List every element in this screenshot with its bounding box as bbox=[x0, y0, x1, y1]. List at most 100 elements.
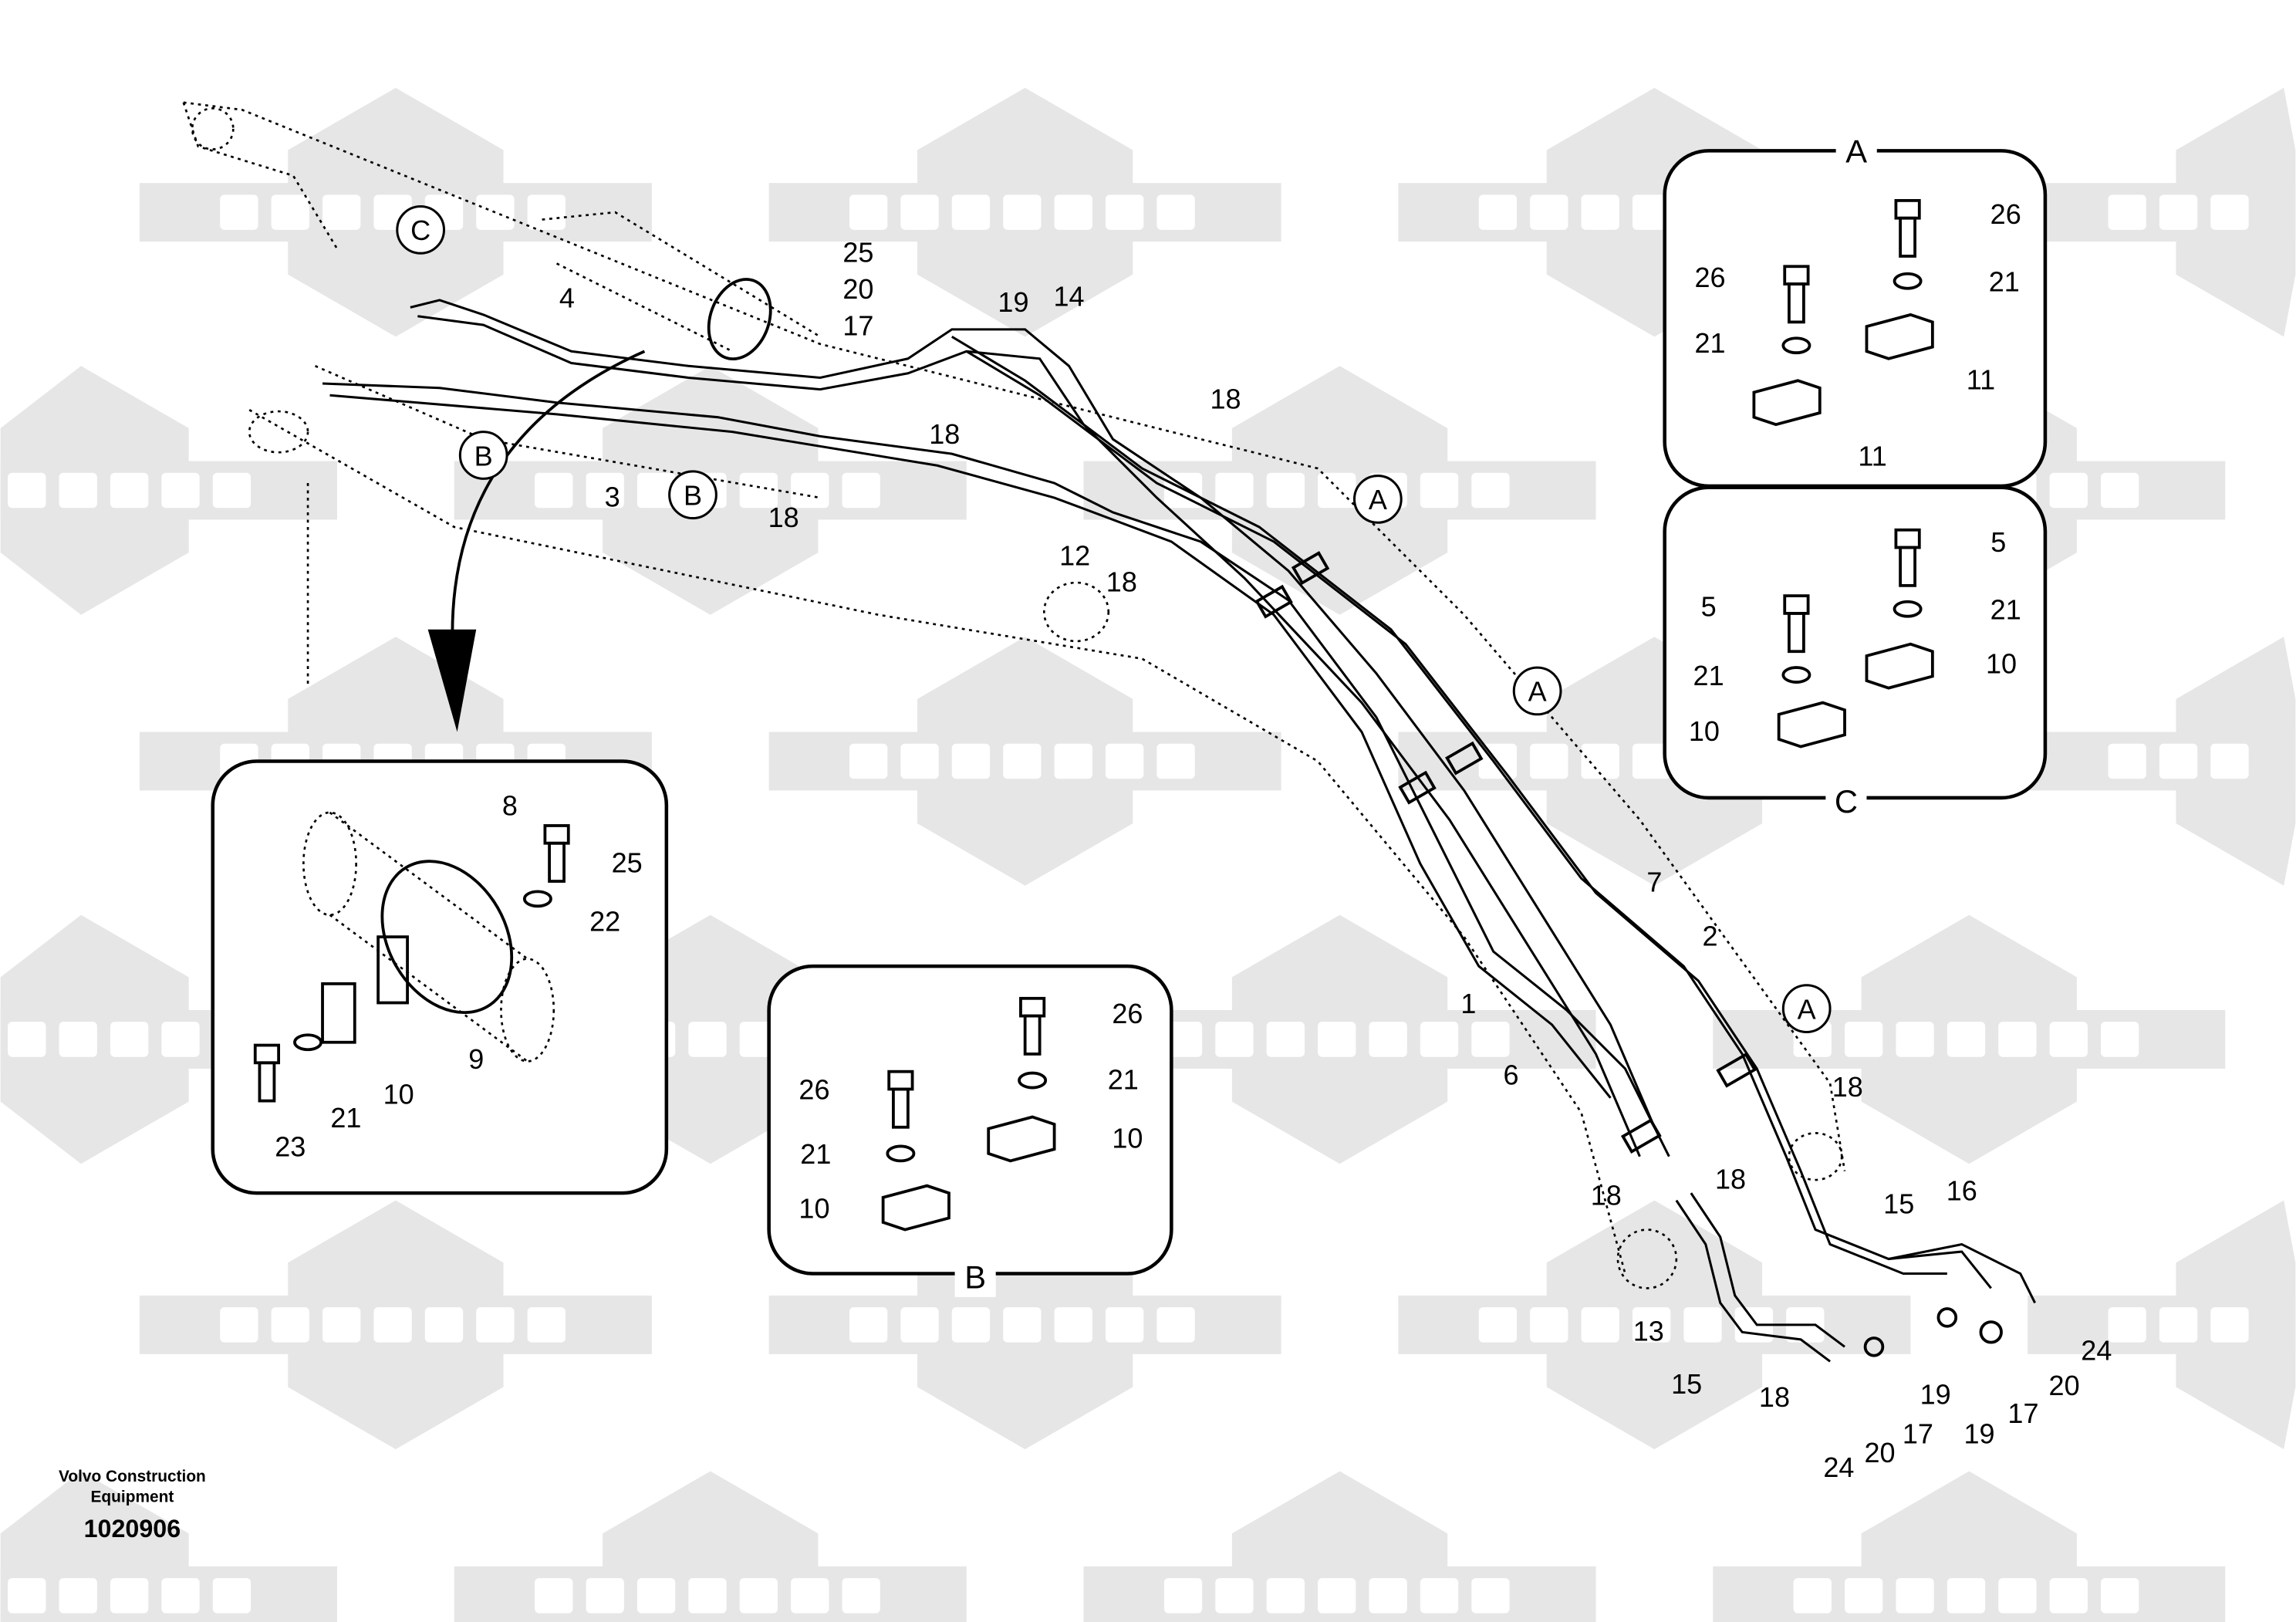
watermark-glyph bbox=[2108, 1307, 2146, 1343]
bolt-icon bbox=[887, 1070, 914, 1129]
watermark-glyph bbox=[1215, 1022, 1254, 1057]
watermark-glyph bbox=[322, 1307, 361, 1343]
detail-view-c bbox=[1663, 485, 2048, 800]
watermark-glyph bbox=[1530, 1307, 1568, 1343]
watermark-glyph bbox=[2108, 743, 2146, 779]
watermark-glyph bbox=[636, 472, 676, 509]
watermark-glyph bbox=[2101, 1022, 2139, 1057]
callout-23: 23 bbox=[275, 1131, 306, 1163]
watermark-glyph bbox=[1632, 1307, 1671, 1343]
watermark-glyph bbox=[2210, 194, 2249, 230]
watermark-glyph bbox=[2049, 472, 2088, 509]
watermark-glyph bbox=[1266, 472, 1305, 509]
watermark-glyph bbox=[1163, 472, 1203, 509]
callout-19: 19 bbox=[1920, 1378, 1951, 1410]
bolt-icon bbox=[543, 824, 570, 883]
watermark-glyph bbox=[212, 472, 252, 509]
view-marker-circle bbox=[1512, 666, 1562, 716]
watermark-tile bbox=[768, 637, 1281, 886]
watermark-glyph bbox=[1471, 1578, 1510, 1614]
callout-10: 10 bbox=[1112, 1122, 1143, 1154]
detail-view-a bbox=[1663, 149, 2048, 488]
watermark-glyph bbox=[900, 743, 939, 779]
callout-22: 22 bbox=[589, 906, 620, 938]
watermark-tile bbox=[1083, 914, 1596, 1164]
callout-20: 20 bbox=[2049, 1370, 2080, 1401]
callout-11: 11 bbox=[1858, 440, 1886, 471]
watermark-glyph bbox=[1581, 743, 1619, 779]
watermark-glyph bbox=[1369, 1022, 1407, 1057]
watermark-glyph bbox=[842, 472, 880, 509]
view-marker-circle bbox=[458, 431, 508, 480]
bolt-icon bbox=[253, 1043, 281, 1103]
watermark-glyph bbox=[1896, 1578, 1934, 1614]
callout-4: 4 bbox=[559, 282, 575, 313]
watermark-glyph bbox=[2159, 1307, 2198, 1343]
watermark-glyph bbox=[2101, 472, 2139, 509]
watermark-glyph bbox=[791, 1578, 829, 1614]
clamp-block-icon bbox=[1777, 701, 1846, 748]
callout-21: 21 bbox=[330, 1102, 361, 1134]
watermark-tile bbox=[454, 1471, 967, 1622]
callout-21: 21 bbox=[1694, 327, 1725, 359]
watermark-glyph bbox=[1947, 1022, 1986, 1057]
watermark-tile bbox=[1083, 366, 1596, 615]
watermark-glyph bbox=[849, 194, 888, 230]
callout-21: 21 bbox=[800, 1138, 831, 1170]
watermark-glyph bbox=[2159, 743, 2198, 779]
watermark-glyph bbox=[1003, 194, 1042, 230]
watermark-glyph bbox=[1471, 1022, 1510, 1057]
watermark-glyph bbox=[535, 472, 573, 509]
watermark-glyph bbox=[1318, 472, 1356, 509]
clamp-block-icon bbox=[987, 1115, 1056, 1163]
watermark-glyph bbox=[1163, 1022, 1203, 1057]
watermark-glyph bbox=[110, 472, 149, 509]
watermark-tile bbox=[768, 87, 1281, 337]
watermark-glyph bbox=[1998, 1578, 2037, 1614]
washer-icon bbox=[1781, 666, 1811, 684]
watermark-glyph bbox=[951, 1307, 991, 1343]
clamp-block-icon bbox=[1865, 313, 1934, 360]
callout-17: 17 bbox=[842, 309, 873, 341]
callout-21: 21 bbox=[1989, 266, 2020, 298]
clamp-detail-box bbox=[211, 759, 669, 1195]
watermark-glyph bbox=[59, 1578, 97, 1614]
watermark-glyph bbox=[1318, 1022, 1356, 1057]
bolt-icon bbox=[1019, 996, 1046, 1056]
callout-25: 25 bbox=[612, 847, 643, 879]
watermark-glyph bbox=[1845, 1578, 1883, 1614]
callout-17: 17 bbox=[1903, 1418, 1933, 1450]
callout-3: 3 bbox=[605, 481, 620, 512]
watermark-glyph bbox=[220, 194, 258, 230]
clamp-block-icon bbox=[1752, 379, 1822, 427]
watermark-glyph bbox=[951, 743, 991, 779]
watermark-glyph bbox=[586, 1578, 624, 1614]
callout-24: 24 bbox=[1823, 1451, 1854, 1483]
callout-15: 15 bbox=[1671, 1368, 1702, 1400]
watermark-glyph bbox=[1845, 1022, 1883, 1057]
watermark-glyph bbox=[161, 1578, 200, 1614]
callout-6: 6 bbox=[1503, 1059, 1518, 1091]
view-marker-circle bbox=[396, 204, 446, 255]
washer-icon bbox=[1018, 1071, 1048, 1090]
watermark-glyph bbox=[900, 194, 939, 230]
watermark-glyph bbox=[161, 472, 200, 509]
callout-26: 26 bbox=[1694, 262, 1725, 293]
watermark-glyph bbox=[527, 1307, 566, 1343]
watermark-tile bbox=[1398, 1200, 1911, 1450]
callout-11: 11 bbox=[1967, 364, 1995, 396]
callout-21: 21 bbox=[1990, 593, 2021, 625]
watermark-glyph bbox=[688, 1022, 727, 1057]
callout-18: 18 bbox=[1106, 566, 1137, 597]
watermark-glyph bbox=[636, 1578, 676, 1614]
hydraulic-hoses bbox=[322, 299, 2037, 1363]
watermark-tile bbox=[139, 1200, 652, 1450]
callout-18: 18 bbox=[929, 418, 960, 450]
callout-21: 21 bbox=[1108, 1063, 1139, 1095]
watermark-tile bbox=[0, 366, 338, 615]
callout-19: 19 bbox=[1964, 1418, 1995, 1450]
watermark-glyph bbox=[271, 1307, 309, 1343]
watermark-glyph bbox=[1734, 1307, 1774, 1343]
